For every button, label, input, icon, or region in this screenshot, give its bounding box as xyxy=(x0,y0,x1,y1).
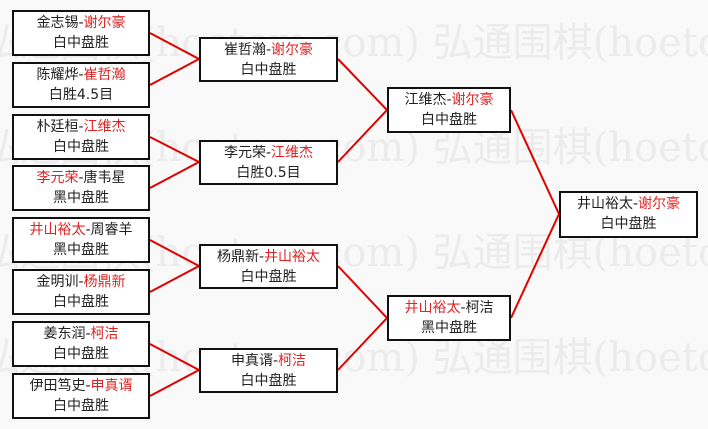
player-white: 周睿羊 xyxy=(90,222,133,238)
round1-match-box: 井山裕太-周睿羊黑中盘胜 xyxy=(12,217,150,263)
round3-match-box: 井山裕太-柯洁黑中盘胜 xyxy=(387,295,511,341)
round1-match-box: 金志锡-谢尔豪白中盘胜 xyxy=(12,10,150,56)
final-match-box: 井山裕太-谢尔豪白中盘胜 xyxy=(559,191,698,238)
player-black: 陈耀烨 xyxy=(36,67,79,83)
match-players: 江维杰-谢尔豪 xyxy=(389,90,509,110)
match-players: 杨鼎新-井山裕太 xyxy=(201,247,336,267)
player-black: 江维杰 xyxy=(404,92,447,108)
match-players: 申真谞-柯洁 xyxy=(201,351,336,371)
separator: - xyxy=(78,170,84,186)
separator: - xyxy=(85,222,91,238)
separator: - xyxy=(265,145,272,161)
match-result: 黑中盘胜 xyxy=(421,320,477,336)
round3-match-box: 江维杰-谢尔豪白中盘胜 xyxy=(387,87,511,133)
player-black: 李元荣 xyxy=(36,170,79,186)
round1-match-box: 金明训-杨鼎新白中盘胜 xyxy=(12,269,150,315)
round2-match-box: 申真谞-柯洁白中盘胜 xyxy=(199,348,338,393)
match-players: 伊田笃史-申真谞 xyxy=(14,376,148,396)
player-black: 金志锡 xyxy=(36,15,79,31)
match-players: 金明训-杨鼎新 xyxy=(14,272,148,292)
player-white: 唐韦星 xyxy=(83,170,126,186)
match-result: 白中盘胜 xyxy=(240,373,297,389)
round2-match-box: 李元荣-江维杰白胜0.5目 xyxy=(199,140,338,185)
bracket-connector xyxy=(149,136,202,189)
match-players: 陈耀烨-崔哲瀚 xyxy=(14,65,148,85)
match-players: 朴廷桓-江维杰 xyxy=(14,117,148,137)
player-black: 朴廷桓 xyxy=(36,119,79,135)
match-players: 崔哲瀚-谢尔豪 xyxy=(201,40,336,60)
player-black: 李元荣 xyxy=(223,145,266,161)
player-white: 柯洁 xyxy=(278,353,307,369)
separator: - xyxy=(272,353,279,369)
separator: - xyxy=(265,42,272,58)
player-white: 崔哲瀚 xyxy=(83,67,126,83)
match-result: 白中盘胜 xyxy=(53,139,109,155)
match-players: 李元荣-江维杰 xyxy=(201,143,336,163)
round1-match-box: 李元荣-唐韦星黑中盘胜 xyxy=(12,165,150,211)
player-white: 谢尔豪 xyxy=(83,15,126,31)
player-black: 井山裕太 xyxy=(29,222,86,238)
player-black: 井山裕太 xyxy=(404,300,461,316)
player-black: 申真谞 xyxy=(230,353,273,369)
player-white: 谢尔豪 xyxy=(451,92,494,108)
match-result: 白中盘胜 xyxy=(53,346,109,362)
match-result: 白中盘胜 xyxy=(53,294,109,310)
round2-match-box: 杨鼎新-井山裕太白中盘胜 xyxy=(199,244,338,289)
match-result: 黑中盘胜 xyxy=(53,190,109,206)
round1-match-box: 姜东润-柯洁白中盘胜 xyxy=(12,321,150,367)
match-players: 井山裕太-柯洁 xyxy=(389,298,509,318)
match-result: 白中盘胜 xyxy=(53,398,109,414)
match-result: 白中盘胜 xyxy=(240,62,297,78)
round2-match-box: 崔哲瀚-谢尔豪白中盘胜 xyxy=(199,37,338,82)
bracket-connector xyxy=(149,32,202,86)
player-white: 井山裕太 xyxy=(264,249,321,265)
match-result: 白中盘胜 xyxy=(240,269,297,285)
player-black: 井山裕太 xyxy=(576,196,633,212)
round1-match-box: 伊田笃史-申真谞白中盘胜 xyxy=(12,373,150,419)
match-result: 白中盘胜 xyxy=(421,112,477,128)
match-players: 李元荣-唐韦星 xyxy=(14,168,148,188)
player-white: 杨鼎新 xyxy=(83,274,126,290)
round1-match-box: 陈耀烨-崔哲瀚白胜4.5目 xyxy=(12,62,150,108)
separator: - xyxy=(78,119,84,135)
separator: - xyxy=(446,92,452,108)
separator: - xyxy=(78,67,84,83)
match-players: 井山裕太-周睿羊 xyxy=(14,220,148,240)
separator: - xyxy=(632,196,639,212)
match-result: 白中盘胜 xyxy=(600,216,657,232)
player-white: 江维杰 xyxy=(271,145,314,161)
separator: - xyxy=(258,249,265,265)
bracket-connector xyxy=(337,265,389,371)
match-result: 黑中盘胜 xyxy=(53,242,109,258)
round1-match-box: 朴廷桓-江维杰白中盘胜 xyxy=(12,114,150,160)
match-players: 井山裕太-谢尔豪 xyxy=(561,194,696,214)
match-result: 白中盘胜 xyxy=(53,35,109,51)
player-black: 伊田笃史 xyxy=(29,378,86,394)
match-result: 白胜0.5目 xyxy=(236,165,301,181)
player-black: 崔哲瀚 xyxy=(223,42,266,58)
bracket-connector xyxy=(337,58,389,163)
player-white: 谢尔豪 xyxy=(638,196,681,212)
bracket-connector xyxy=(149,343,202,397)
player-white: 柯洁 xyxy=(90,326,119,342)
separator: - xyxy=(85,326,91,342)
player-black: 姜东润 xyxy=(43,326,86,342)
separator: - xyxy=(85,378,91,394)
player-black: 金明训 xyxy=(36,274,79,290)
match-players: 姜东润-柯洁 xyxy=(14,324,148,344)
player-white: 江维杰 xyxy=(83,119,126,135)
match-players: 金志锡-谢尔豪 xyxy=(14,13,148,33)
player-white: 柯洁 xyxy=(465,300,494,316)
separator: - xyxy=(78,274,84,290)
player-white: 申真谞 xyxy=(90,378,133,394)
match-result: 白胜4.5目 xyxy=(48,87,114,103)
bracket-connector xyxy=(149,239,202,293)
player-black: 杨鼎新 xyxy=(216,249,259,265)
player-white: 谢尔豪 xyxy=(271,42,314,58)
separator: - xyxy=(78,15,84,31)
separator: - xyxy=(460,300,466,316)
bracket-connector xyxy=(510,109,561,319)
